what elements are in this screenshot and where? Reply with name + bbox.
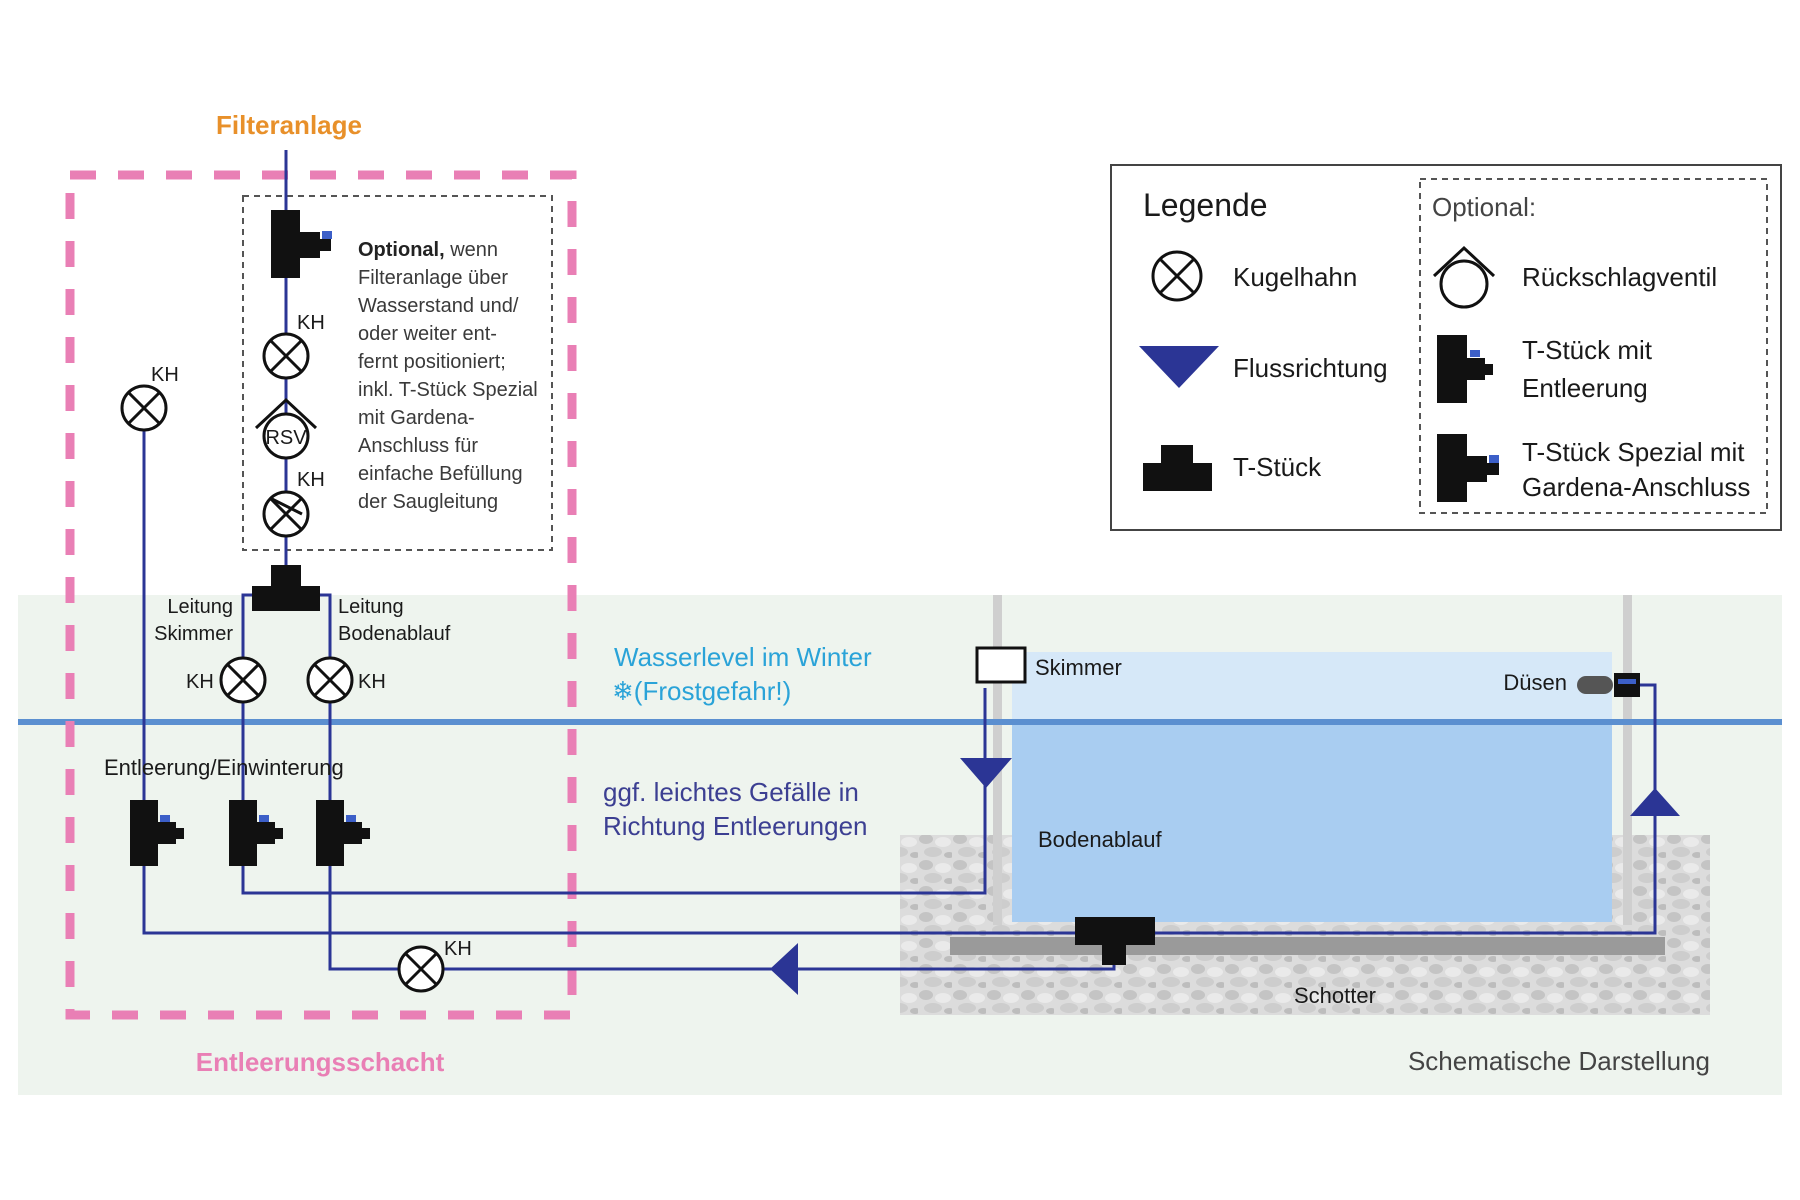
- legend-flussrichtung: Flussrichtung: [1233, 353, 1388, 383]
- ball-valve-left: [120, 384, 168, 432]
- optional-note-line-9: einfache Befüllung: [358, 463, 523, 485]
- entleerung-label: Entleerung/Einwinterung: [104, 755, 344, 780]
- ball-valve-top: [262, 332, 310, 380]
- leitung-bodenablauf-line-2: Bodenablauf: [338, 623, 451, 645]
- pool-water: [1012, 722, 1612, 922]
- pipe-skimmer-line: [241, 688, 987, 895]
- optional-note-line-2: Filteranlage über: [358, 267, 508, 289]
- schotter-label: Schotter: [1294, 983, 1376, 1008]
- legend-flow-arrow-icon: [1139, 346, 1219, 388]
- optional-note-line-5: fernt positioniert;: [358, 351, 506, 373]
- legend-kugelhahn: Kugelhahn: [1233, 262, 1357, 292]
- optional-note-line-6: inkl. T-Stück Spezial: [358, 379, 538, 401]
- kh-label-bottom: KH: [444, 938, 472, 960]
- kh-label-bodenablauf: KH: [358, 671, 386, 693]
- pipe-nozzle-line: [142, 683, 1657, 935]
- gefaelle-line-1: ggf. leichtes Gefälle in: [603, 777, 859, 807]
- legend-tstueck-spezial-line-1: T-Stück Spezial mit: [1522, 437, 1745, 467]
- duesen-label: Düsen: [1503, 670, 1567, 695]
- legend-tstueck-entleerung-line-2: Entleerung: [1522, 373, 1648, 403]
- shaft-label: Entleerungsschacht: [196, 1047, 445, 1077]
- t-piece-special-top: [271, 210, 332, 278]
- ball-valve-skimmer: [219, 656, 267, 704]
- legend-tstueck-spezial-line-2: Gardena-Anschluss: [1522, 472, 1750, 502]
- nozzle: [1577, 673, 1640, 697]
- kh-label-left: KH: [151, 364, 179, 386]
- optional-note-line-8: Anschluss für: [358, 435, 478, 457]
- skimmer-box: [975, 646, 1027, 684]
- legend-ball-valve-icon: [1151, 250, 1203, 302]
- legend-title: Legende: [1143, 187, 1268, 223]
- legend-rueckschlagventil: Rückschlagventil: [1522, 262, 1717, 292]
- t-piece-bodenablauf: [1075, 917, 1155, 965]
- schematic-caption: Schematische Darstellung: [1408, 1046, 1710, 1076]
- optional-note-line-3: Wasserstand und/: [358, 295, 519, 317]
- filter-label: Filteranlage: [216, 110, 362, 140]
- leitung-bodenablauf-line-1: Leitung: [338, 596, 404, 618]
- optional-note-line-1-rest: wenn: [445, 239, 498, 261]
- kh-label-top: KH: [297, 312, 325, 334]
- t-piece-drain-3: [316, 800, 370, 866]
- legend-t-piece-icon: [1143, 445, 1212, 491]
- leitung-skimmer-line-2: Skimmer: [154, 623, 233, 645]
- flow-arrow-bodenablauf: [770, 943, 798, 995]
- optional-box: [242, 195, 553, 551]
- optional-note-line-10: der Saugleitung: [358, 491, 498, 513]
- check-valve-rsv: [254, 397, 318, 460]
- winter-level-line-2: ❄(Frostgefahr!): [612, 676, 791, 706]
- rsv-label: RSV: [265, 427, 307, 449]
- legend-t-piece-special-icon: [1437, 434, 1499, 502]
- ball-valve-optional-lower: [262, 490, 310, 538]
- pool-water-top: [1012, 652, 1612, 722]
- kh-label-skimmer: KH: [186, 671, 214, 693]
- legend-t-piece-drain-icon: [1437, 335, 1493, 403]
- gefaelle-line-2: Richtung Entleerungen: [603, 811, 868, 841]
- kh-label-optional-lower: KH: [297, 469, 325, 491]
- pool-floor: [950, 937, 1665, 955]
- ball-valve-bodenablauf: [306, 656, 354, 704]
- optional-note-line-4: oder weiter ent-: [358, 323, 497, 345]
- skimmer-label: Skimmer: [1035, 655, 1122, 680]
- legend-tstueck-entleerung-line-1: T-Stück mit: [1522, 335, 1653, 365]
- ball-valve-bottom: [397, 945, 445, 993]
- bodenablauf-label: Bodenablauf: [1038, 827, 1162, 852]
- pool-wall-right: [1623, 595, 1632, 925]
- t-piece-drain-2: [229, 800, 283, 866]
- flow-arrow-nozzle: [1630, 788, 1680, 816]
- flow-arrow-skimmer: [960, 758, 1012, 788]
- optional-note-bold: Optional,: [358, 239, 445, 261]
- legend-check-valve-icon: [1432, 245, 1496, 309]
- optional-note-line-1: Optional, wenn: [358, 239, 498, 261]
- winter-level-line-1: Wasserlevel im Winter: [614, 642, 872, 672]
- t-piece-main: [252, 565, 320, 611]
- t-piece-drain-1: [130, 800, 184, 866]
- leitung-skimmer-line-1: Leitung: [167, 596, 233, 618]
- drain-shaft-border: [65, 170, 577, 1020]
- legend-optional-title: Optional:: [1432, 192, 1536, 222]
- optional-note-line-7: mit Gardena-: [358, 407, 475, 429]
- legend-tstueck: T-Stück: [1233, 452, 1322, 482]
